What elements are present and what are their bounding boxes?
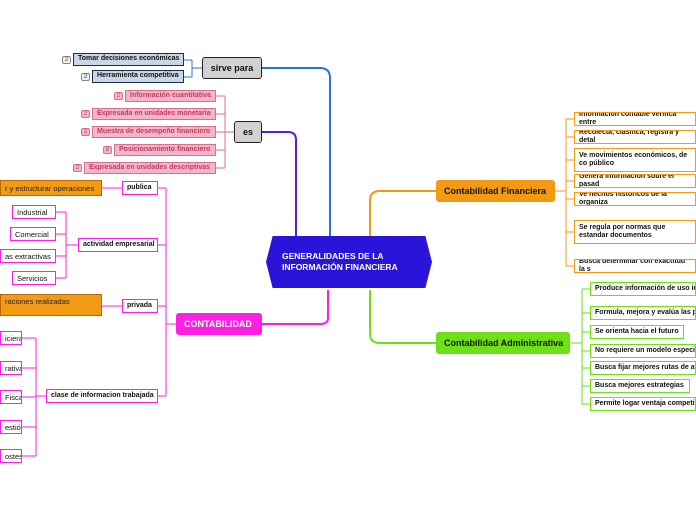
financiera-item[interactable]: Se regula por normas que estandar docume… — [574, 220, 696, 244]
administrativa-item-label: Busca fijar mejores rutas de a — [595, 363, 695, 371]
financiera-item[interactable]: Ve hechos historicos de la organiza — [574, 192, 696, 206]
actividad-item-label: Comercial — [15, 229, 49, 239]
es-item-label: Expresada en unidades descriptivas — [89, 163, 210, 171]
clase-item[interactable]: ostes — [0, 449, 22, 463]
actividad-item[interactable]: Comercial — [10, 227, 56, 241]
financiera-item[interactable]: Ve movimientos económicos, de co público — [574, 148, 696, 172]
actividad-item[interactable]: Servicios — [12, 271, 56, 285]
clase-item-label: ostes — [5, 451, 22, 461]
administrativa-item-label: No requiere un modelo especi — [595, 346, 695, 354]
privada-child[interactable]: raciones realizadas — [0, 294, 102, 316]
privada-label: privada — [127, 301, 152, 309]
count-badge[interactable]: 8 — [103, 146, 112, 154]
es-item-label: Información cuantitativa — [130, 91, 211, 99]
financiera-item-label: Información contable verifica entre — [579, 112, 677, 126]
clase-item-label: iciera — [5, 333, 22, 343]
central-topic-label: GENERALIDADES DE LA INFORMACIÓN FINANCIE… — [282, 250, 398, 272]
clase-informacion-node[interactable]: clase de informacion trabajada — [46, 389, 158, 403]
sirve-para-label: sirve para — [210, 62, 254, 73]
publica-label: publica — [127, 183, 152, 191]
administrativa-item-label: Formula, mejora y evalúa las p — [595, 308, 696, 316]
count-badge[interactable]: 2 — [81, 128, 90, 136]
count-badge[interactable]: 2 — [62, 56, 71, 64]
actividad-item[interactable]: Industrial — [12, 205, 56, 219]
financiera-item[interactable]: Busca determinar con exactitud la s — [574, 259, 696, 273]
administrativa-item[interactable]: Formula, mejora y evalúa las p — [590, 306, 696, 320]
financiera-item[interactable]: Genera información sobre el pasad — [574, 174, 696, 188]
actividad-item-label: Industrial — [17, 207, 48, 217]
count-badge[interactable]: 2 — [81, 110, 90, 118]
contabilidad-administrativa-node[interactable]: Contabilidad Administrativa — [436, 332, 570, 354]
sirve-item-herramienta[interactable]: Herramienta competitiva — [92, 70, 184, 83]
financiera-item[interactable]: Recolecta, clasifica, registra y detal — [574, 130, 696, 144]
administrativa-item[interactable]: Busca fijar mejores rutas de a — [590, 361, 696, 375]
financiera-item-label: Se regula por normas que estandar docume… — [579, 223, 666, 239]
sirve-item-label: Tomar decisiones económicas — [78, 55, 180, 63]
es-item-label: Expresada en unidades monetaria — [97, 109, 211, 117]
administrativa-item[interactable]: Produce información de uso in — [590, 282, 696, 296]
financiera-item-label: Genera información sobre el pasad — [579, 174, 674, 188]
financiera-item-label: Recolecta, clasifica, registra y detal — [579, 130, 679, 144]
es-item-label: Posicionamiento financiero — [119, 145, 211, 153]
actividad-empresarial-node[interactable]: actividad empresarial — [78, 238, 158, 252]
administrativa-item[interactable]: Se orienta hacia el futuro — [590, 325, 684, 339]
clase-item[interactable]: Fiscal — [0, 390, 22, 404]
administrativa-item-label: Permite logar ventaja competi — [595, 399, 695, 407]
clase-item-label: Fiscal — [5, 392, 21, 402]
count-badge[interactable]: 2 — [114, 92, 123, 100]
contabilidad-node[interactable]: CONTABILIDAD — [176, 313, 262, 335]
count-badge[interactable]: 2 — [73, 164, 82, 172]
contabilidad-title: CONTABILIDAD — [184, 318, 252, 329]
es-item-monetaria[interactable]: Expresada en unidades monetaria — [92, 108, 216, 120]
actividad-item[interactable]: as extractivas — [0, 249, 56, 263]
administrativa-item[interactable]: No requiere un modelo especi — [590, 344, 696, 358]
financiera-item[interactable]: Información contable verifica entre — [574, 112, 696, 126]
privada-node[interactable]: privada — [122, 299, 158, 313]
clase-item-label: rativa — [5, 363, 22, 373]
administrativa-item[interactable]: Permite logar ventaja competi — [590, 397, 696, 411]
publica-child-label: r y estructurar operaciones — [5, 183, 95, 193]
actividad-label: actividad empresarial — [83, 240, 155, 248]
es-item-posicionamiento[interactable]: Posicionamiento financiero — [114, 144, 216, 156]
clase-label: clase de informacion trabajada — [51, 391, 154, 399]
clase-item[interactable]: iciera — [0, 331, 22, 345]
financiera-item-label: Ve movimientos económicos, de co público — [579, 151, 688, 167]
actividad-item-label: Servicios — [17, 273, 48, 283]
administrativa-item[interactable]: Busca mejores estrategias — [590, 379, 690, 393]
administrativa-item-label: Se orienta hacia el futuro — [595, 327, 679, 335]
financiera-item-label: Busca determinar con exactitud la s — [579, 259, 686, 273]
administrativa-item-label: Busca mejores estrategias — [595, 381, 684, 389]
publica-node[interactable]: publica — [122, 181, 158, 195]
contabilidad-financiera-node[interactable]: Contabilidad Financiera — [436, 180, 555, 202]
clase-item-label: estión — [5, 422, 21, 432]
financiera-title: Contabilidad Financiera — [444, 185, 547, 196]
es-item-label: Muestra de desempeño financiero — [97, 127, 211, 135]
central-topic[interactable]: GENERALIDADES DE LA INFORMACIÓN FINANCIE… — [266, 236, 432, 288]
publica-child[interactable]: r y estructurar operaciones — [0, 180, 102, 196]
es-label: es — [242, 126, 253, 137]
es-node[interactable]: es — [234, 121, 262, 143]
administrativa-item-label: Produce información de uso in — [595, 284, 696, 292]
count-badge[interactable]: 2 — [81, 73, 90, 81]
financiera-item-label: Ve hechos historicos de la organiza — [579, 192, 667, 206]
actividad-item-label: as extractivas — [5, 251, 51, 261]
sirve-item-decisiones[interactable]: Tomar decisiones económicas — [73, 53, 184, 66]
es-item-desempeno[interactable]: Muestra de desempeño financiero — [92, 126, 216, 138]
privada-child-label: raciones realizadas — [5, 296, 70, 306]
es-item-descriptivas[interactable]: Expresada en unidades descriptivas — [84, 162, 216, 174]
clase-item[interactable]: estión — [0, 420, 22, 434]
es-item-cuantitativa[interactable]: Información cuantitativa — [125, 90, 216, 102]
clase-item[interactable]: rativa — [0, 361, 22, 375]
sirve-item-label: Herramienta competitiva — [97, 72, 179, 80]
sirve-para-node[interactable]: sirve para — [202, 57, 262, 79]
administrativa-title: Contabilidad Administrativa — [444, 337, 564, 348]
